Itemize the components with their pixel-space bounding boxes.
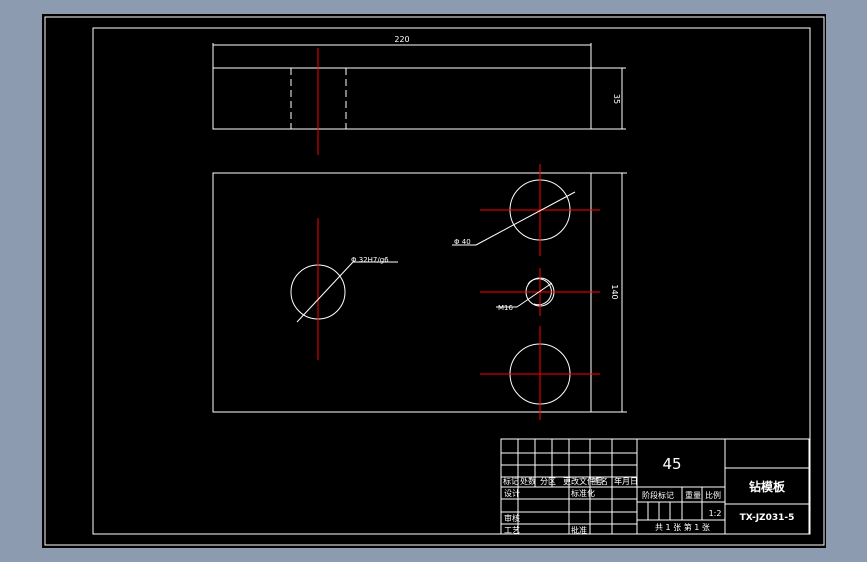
callout-thread: M16 [498,304,513,312]
title-block [500,438,810,535]
part-name: 钻模板 [749,479,786,494]
label-date: 年月日 [614,476,638,486]
label-signature: 签名 [592,476,608,486]
label-review: 审核 [504,513,520,523]
label-zone: 分区 [540,477,556,486]
label-process: 工艺 [504,526,520,535]
outer-border [44,16,825,546]
label-sheets: 共 1 张 第 1 张 [655,522,710,532]
dim-thickness: 35 [612,94,621,104]
label-weight: 重量 [685,490,701,500]
upper-hole [452,164,600,256]
material-value: 45 [662,455,681,473]
label-mark: 标记 [503,476,519,486]
lower-hole [480,326,600,420]
label-standardize: 标准化 [571,488,595,498]
label-change-doc: 更改文件号 [563,476,603,486]
label-count: 处数 [520,476,536,486]
scale-value: 1:2 [709,509,722,518]
inner-frame [92,27,811,535]
dim-overall-length: 220 [394,35,409,44]
label-approve: 批准 [571,525,587,535]
dim-width: 140 [610,284,619,299]
drawing-sheet [42,14,826,548]
label-design: 设计 [504,488,520,498]
label-stage-mark: 阶段标记 [642,490,674,500]
top-view [212,43,626,155]
callout-large-hole: Φ 40 [454,238,471,246]
threaded-hole [480,268,600,316]
drawing-number: TX-JZ031-5 [740,513,795,523]
label-ratio: 比例 [705,490,721,500]
center-bore [290,218,398,360]
callout-center-hole: Φ 32H7/g6 [351,256,389,264]
